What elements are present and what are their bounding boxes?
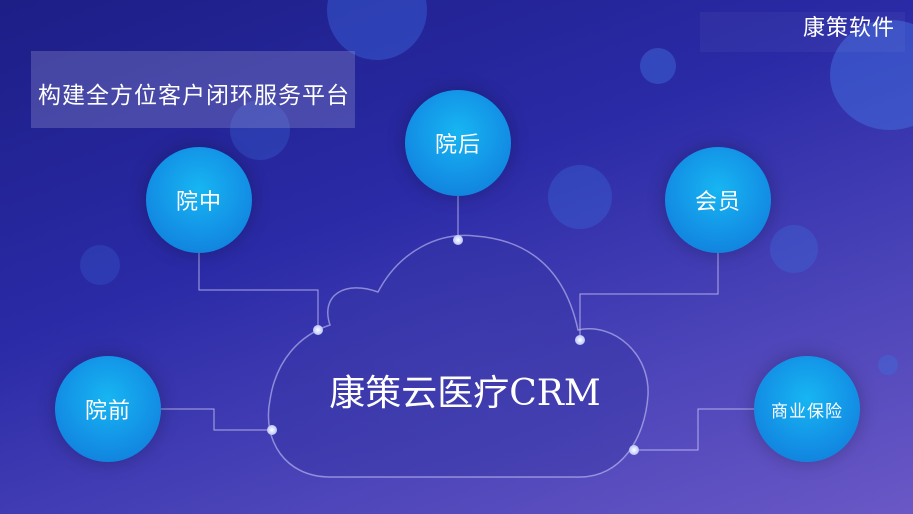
bokeh-circle: [770, 225, 818, 273]
center-title: 康策云医疗CRM: [329, 373, 601, 414]
connector-line-during: [198, 252, 319, 330]
bokeh-circle: [640, 48, 676, 84]
bokeh-circle: [878, 355, 898, 375]
node-pre-hospital: 院前: [55, 356, 161, 462]
connector-dot: [267, 425, 277, 435]
connector-line-insurance: [634, 408, 755, 451]
node-post-hospital: 院后: [405, 90, 511, 196]
brand-backdrop: [700, 12, 905, 52]
connector-dot: [575, 335, 585, 345]
connector-dot: [453, 235, 463, 245]
bokeh-circle: [548, 165, 612, 229]
bokeh-circle: [230, 100, 290, 160]
connector-dot: [313, 325, 323, 335]
brand-name: 康策软件: [802, 16, 895, 41]
banner-title: 构建全方位客户闭环服务平台: [38, 83, 350, 109]
node-commercial-insurance: 商业保险: [754, 356, 860, 462]
cloud-shape: [267, 234, 649, 478]
node-in-hospital: 院中: [146, 147, 252, 253]
connector-line-member: [579, 252, 719, 340]
bokeh-circle: [80, 245, 120, 285]
connector-dot: [629, 445, 639, 455]
connector-line-pre: [160, 408, 272, 431]
node-member: 会员: [665, 147, 771, 253]
banner-box: [31, 51, 355, 128]
